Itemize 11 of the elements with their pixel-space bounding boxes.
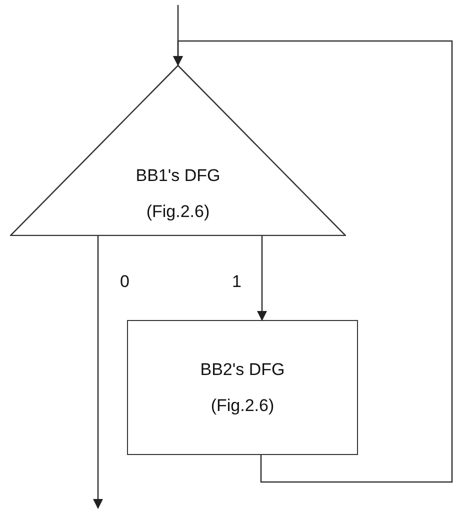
edge-label: 1 bbox=[232, 272, 242, 292]
decision-triangle bbox=[10, 65, 346, 236]
arrow bbox=[173, 40, 453, 483]
node-text: (Fig.2.6) bbox=[210, 396, 274, 416]
arrow bbox=[93, 236, 103, 509]
node-text: (Fig.2.6) bbox=[146, 202, 210, 222]
node-text: BB2's DFG bbox=[200, 360, 285, 380]
node-text: BB1's DFG bbox=[136, 166, 220, 186]
edge-label: 0 bbox=[120, 272, 130, 292]
process-box bbox=[127, 320, 358, 455]
arrow bbox=[257, 236, 267, 321]
